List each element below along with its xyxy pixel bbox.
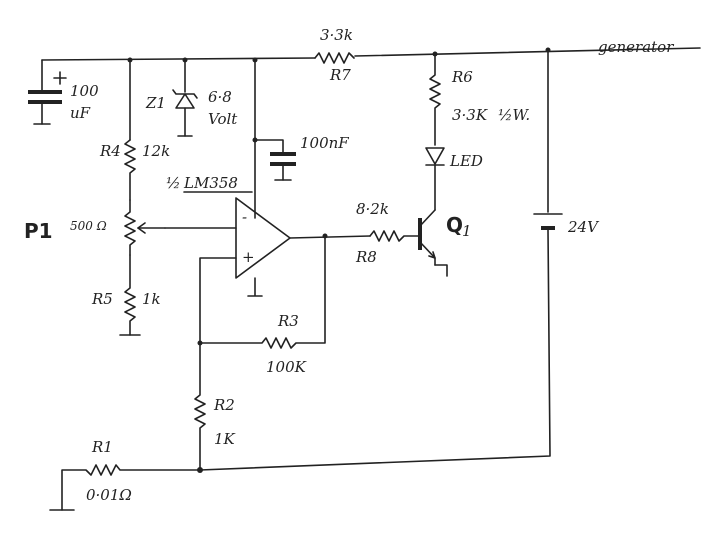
p1-value-label: 500 Ω <box>70 219 107 233</box>
q1-sub-label: 1 <box>462 222 472 240</box>
r7-name-label: R7 <box>329 66 351 84</box>
battery-label: 24V <box>567 218 600 236</box>
c2-value-label: 100nF <box>300 134 349 152</box>
r8-name-label: R8 <box>355 248 377 266</box>
capacitor-c1 <box>28 59 67 125</box>
resistor-r5 <box>119 254 141 336</box>
opamp-lm358 <box>164 197 291 297</box>
r3-name-label: R3 <box>277 312 299 330</box>
feedback-network <box>197 233 371 349</box>
opamp-part-label: LM358 <box>183 174 238 192</box>
r2-name-label: R2 <box>213 396 235 414</box>
r2-value-label: 1K <box>214 430 236 448</box>
resistor-r2 <box>194 342 206 473</box>
divider-wire <box>127 57 133 141</box>
potentiometer-p1 <box>124 199 166 256</box>
r5-value-label: 1k <box>142 290 161 308</box>
opamp-supply-wire <box>252 57 284 219</box>
generator-label: generator <box>598 38 674 56</box>
z1-name-label: Z1 <box>145 94 166 112</box>
transistor-q1 <box>418 209 448 277</box>
r7-value-label: 3·3k <box>320 26 353 44</box>
r8-value-label: 8·2k <box>356 200 389 218</box>
r5-name-label: R5 <box>91 290 113 308</box>
opamp-half-label: ½ <box>166 174 181 192</box>
r6-power-label: ½W. <box>498 106 530 124</box>
top-rail-wire <box>41 47 701 61</box>
r6-value-label: 3·3K <box>452 106 488 124</box>
p1-name-label: P1 <box>24 219 53 243</box>
c1-value-label: 100 <box>70 82 99 100</box>
resistor-r8 <box>369 230 419 242</box>
capacitor-c2 <box>270 152 296 181</box>
battery-24v <box>199 47 563 471</box>
led-label: LED <box>449 152 483 170</box>
r3-value-label: 100K <box>266 358 307 376</box>
r1-name-label: R1 <box>91 438 113 456</box>
r1-value-label: 0·01Ω <box>86 486 132 504</box>
r6-name-label: R6 <box>451 68 473 86</box>
c1-unit-label: uF <box>70 104 91 122</box>
r6-led-branch <box>429 51 441 146</box>
r4-name-label: R4 <box>99 142 121 160</box>
resistor-r4 <box>124 139 136 201</box>
q1-name-label: Q <box>446 213 463 237</box>
z1-unit-label: Volt <box>208 110 238 128</box>
led <box>425 147 445 211</box>
opamp-plus-label: + <box>242 248 255 266</box>
zener-z1 <box>172 57 198 137</box>
opamp-minus-label: - <box>242 208 247 226</box>
resistor-r1 <box>49 464 201 511</box>
r4-value-label: 12k <box>142 142 170 160</box>
resistor-r7 <box>314 52 355 64</box>
z1-voltage-label: 6·8 <box>208 88 232 106</box>
